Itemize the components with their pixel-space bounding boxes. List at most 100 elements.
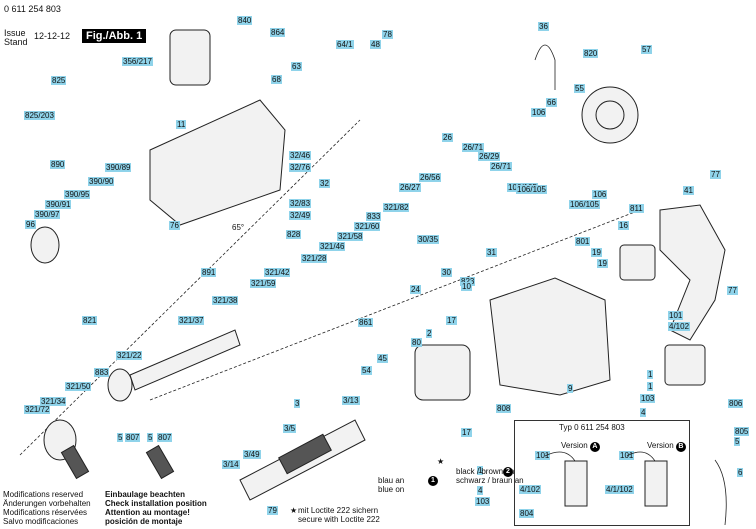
stand-label: Stand (4, 37, 28, 47)
part-label: 891 (201, 268, 217, 277)
part-label: 3/49 (243, 450, 261, 459)
part-label: 321/46 (319, 242, 346, 251)
part-label: 55 (574, 84, 585, 93)
terminal-badge-2: 2 (503, 467, 513, 477)
part-label: 41 (683, 186, 694, 195)
part-label: 883 (94, 368, 110, 377)
spindle-part (129, 329, 241, 391)
armature-winding-part (278, 433, 332, 475)
part-label: 17 (461, 428, 472, 437)
part-label: 861 (358, 318, 374, 327)
part-label: 3 (294, 399, 301, 408)
part-label: 4 (640, 408, 647, 417)
terminal-badge-1: 1 (428, 476, 438, 486)
part-label: 30/35 (417, 235, 440, 244)
part-label: 321/34 (40, 397, 67, 406)
part-label: 30 (441, 268, 452, 277)
part-label: 6 (737, 468, 744, 477)
part-label: 32/76 (289, 163, 312, 172)
inset-switch-drawing (544, 451, 668, 507)
part-label: 32/46 (289, 151, 312, 160)
chuck-part (169, 29, 211, 86)
part-label: 48 (370, 40, 381, 49)
part-label: 825/203 (24, 111, 55, 120)
version-a-label: Version A (561, 441, 600, 452)
part-label: 78 (382, 30, 393, 39)
part-label: 9 (567, 384, 574, 393)
clip-part (534, 44, 556, 90)
loctite-note-en: secure with Loctite 222 (298, 515, 380, 524)
inset-wire (626, 451, 656, 462)
part-label: 321/58 (337, 232, 364, 241)
part-label: 77 (727, 286, 738, 295)
part-label: 26/56 (419, 173, 442, 182)
part-label: 96 (25, 220, 36, 229)
part-label: 321/59 (250, 279, 277, 288)
inset-wire (544, 451, 576, 462)
inset-part-label: 101 (619, 451, 635, 460)
installation-position-legend: Einbaulage beachten Check installation p… (105, 490, 207, 526)
part-label: 321/82 (383, 203, 410, 212)
part-label: 390/91 (45, 200, 72, 209)
part-label: 825 (51, 76, 67, 85)
part-label: 106/105 (516, 185, 547, 194)
brush-holder-part (619, 244, 656, 281)
part-label: 806 (728, 399, 744, 408)
part-label: 321/37 (178, 316, 205, 325)
part-label: 106 (531, 108, 547, 117)
version-a-text: Version (561, 441, 588, 450)
gear-housing-part (149, 99, 286, 226)
part-label: 3/5 (283, 424, 297, 433)
part-label: 828 (286, 230, 302, 239)
motor-housing-part (489, 277, 611, 396)
part-label: 3/14 (222, 460, 240, 469)
inset-part-label: 4/1/102 (605, 485, 634, 494)
part-label: 101 (668, 311, 684, 320)
part-label: 64/1 (336, 40, 354, 49)
part-label: 840 (237, 16, 253, 25)
part-label: 66 (546, 98, 557, 107)
inset-type-label: Typ 0 611 254 803 (559, 423, 625, 432)
legend-line: Salvo modificaciones (3, 517, 79, 526)
part-label: 390/90 (88, 177, 115, 186)
wiring-note-schwarz-braun: schwarz / braun an (456, 476, 524, 485)
cable-part (714, 459, 727, 526)
part-label: 1 (477, 466, 484, 475)
part-label: 390/89 (105, 163, 132, 172)
part-label: 45 (377, 354, 388, 363)
part-label: 16 (618, 221, 629, 230)
legend-line: Check installation position (105, 499, 207, 508)
wiring-note-blue-on: blue on (378, 485, 405, 494)
angle-label: 65° (232, 223, 245, 232)
part-label: 5 (147, 433, 154, 442)
switch-part (664, 344, 706, 386)
part-label: 10 (461, 282, 472, 291)
part-label: 5 (734, 437, 741, 446)
part-label: 26/29 (478, 152, 501, 161)
assembly-axis-line (19, 119, 361, 456)
part-label: 807 (157, 433, 173, 442)
part-label: 1 (647, 382, 654, 391)
part-label: 321/72 (24, 405, 51, 414)
version-b-text: Version (647, 441, 674, 450)
part-label: 890 (50, 160, 66, 169)
legend-line: posición de montaje (105, 517, 183, 526)
field-coil-part (414, 344, 471, 401)
carbon-brush-part (145, 444, 175, 480)
part-label: 19 (591, 248, 602, 257)
part-label: 321/42 (264, 268, 291, 277)
ring-part (30, 226, 60, 264)
legend-line: Attention au montage! (105, 508, 190, 517)
part-label: 4 (477, 486, 484, 495)
part-label: 63 (291, 62, 302, 71)
gear-part (107, 368, 133, 402)
inset-switch-a (564, 460, 588, 507)
part-label: 811 (629, 204, 644, 213)
part-label: 801 (575, 237, 591, 246)
part-label: 68 (271, 75, 282, 84)
inset-part-label: 804 (519, 509, 535, 518)
part-label: 24 (410, 285, 421, 294)
part-label: 321/50 (65, 382, 92, 391)
loctite-star: ★ (290, 506, 298, 515)
